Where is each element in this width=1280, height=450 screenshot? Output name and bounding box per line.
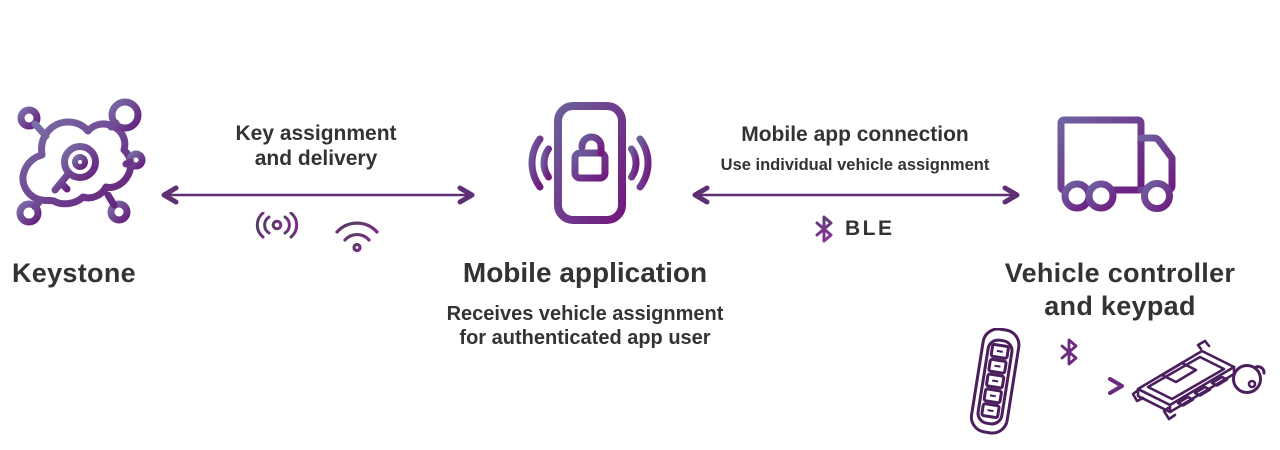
mobile-title: Mobile application	[462, 257, 708, 288]
right-double-arrow	[692, 185, 1020, 205]
keypad-icon	[969, 328, 1021, 435]
cellular-antenna-icon	[255, 212, 299, 256]
left-link-title-line1: Key assignment	[235, 122, 397, 145]
left-link-title: Key assignment and delivery	[161, 121, 471, 171]
arrow-right-icon	[1022, 377, 1124, 395]
bluetooth-icon	[1060, 338, 1078, 366]
ble-badge: BLE	[812, 212, 895, 246]
left-double-arrow	[161, 185, 475, 205]
vehicle-title-line2: and keypad	[1044, 291, 1196, 321]
phone-unlock-signal-icon	[528, 102, 652, 224]
wifi-icon	[335, 221, 379, 253]
truck-icon	[1057, 116, 1176, 212]
left-link-title-line2: and delivery	[254, 147, 378, 170]
right-link-title: Mobile app connection	[741, 123, 969, 146]
mobile-description: Receives vehicle assignment for authenti…	[418, 302, 752, 350]
vehicle-title-line1: Vehicle controller	[1004, 258, 1236, 288]
vehicle-title: Vehicle controller and keypad	[995, 257, 1245, 323]
controller-module-icon	[1131, 339, 1236, 421]
fob-icon	[1232, 364, 1266, 394]
bluetooth-icon	[815, 215, 833, 243]
mobile-description-line2: for authenticated app user	[459, 327, 711, 349]
mobile-description-line1: Receives vehicle assignment	[446, 303, 724, 325]
ble-label: BLE	[845, 217, 895, 240]
keystone-title: Keystone	[12, 258, 136, 288]
keystone-cloud-key-icon	[16, 98, 146, 226]
right-link-subtitle: Use individual vehicle assignment	[720, 156, 990, 174]
